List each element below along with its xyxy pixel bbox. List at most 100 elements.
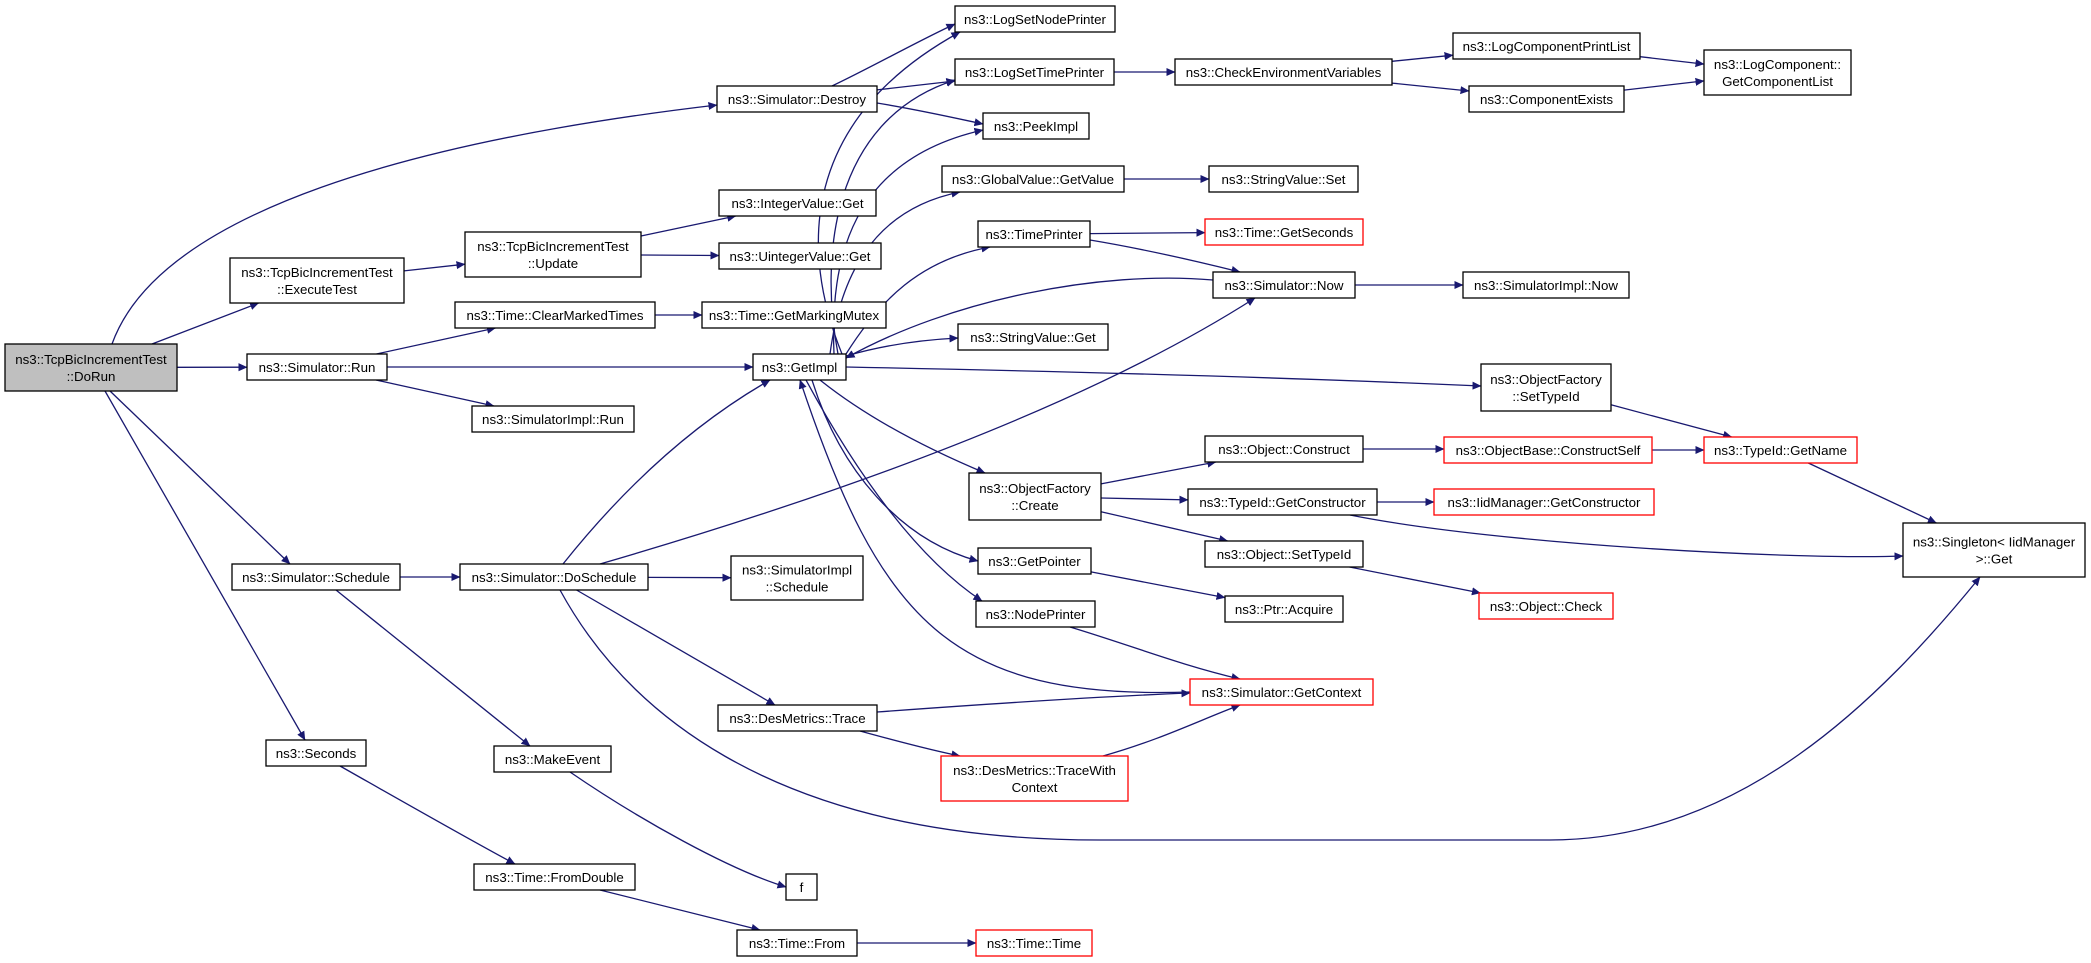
node-object-settypeid[interactable]: ns3::Object::SetTypeId <box>1204 540 1364 568</box>
node-label: GetComponentList <box>1722 74 1833 89</box>
node-time-getseconds[interactable]: ns3::Time::GetSeconds <box>1204 218 1364 246</box>
node-get-impl[interactable]: ns3::GetImpl <box>752 353 847 381</box>
edge-object_settypeid-to-object_check <box>1349 566 1481 596</box>
edge-desmetrics_tracewith-to-sim_getcontext <box>1102 704 1241 757</box>
node-box <box>1189 678 1374 706</box>
node-seconds[interactable]: ns3::Seconds <box>265 739 367 767</box>
edge-desmetrics_trace-to-desmetrics_tracewith <box>859 730 961 759</box>
node-simimpl-now[interactable]: ns3::SimulatorImpl::Now <box>1462 271 1630 299</box>
edge-get_pointer-to-ptr_acquire <box>1090 571 1226 600</box>
node-box <box>1212 271 1356 299</box>
edge-sim_schedule-to-make_event <box>335 589 531 747</box>
node-update[interactable]: ns3::TcpBicIncrementTest::Update <box>464 231 642 278</box>
node-clear-marked[interactable]: ns3::Time::ClearMarkedTimes <box>454 301 656 329</box>
node-box <box>968 472 1102 521</box>
node-label: ns3::IntegerValue::Get <box>731 196 863 211</box>
node-singleton-get[interactable]: ns3::Singleton< IidManager>::Get <box>1902 522 2086 578</box>
node-label: ns3::TcpBicIncrementTest <box>15 352 167 367</box>
edge-sim_doschedule-to-desmetrics_trace <box>576 589 776 706</box>
node-sim-doschedule[interactable]: ns3::Simulator::DoSchedule <box>459 563 649 591</box>
edge-get_impl-to-time_printer <box>845 244 991 355</box>
edge-get_impl-to-objfactory_settypeid <box>845 366 1482 390</box>
node-log-time-printer[interactable]: ns3::LogSetTimePrinter <box>954 58 1115 86</box>
node-label: ns3::CheckEnvironmentVariables <box>1186 65 1382 80</box>
node-label: ns3::LogComponent:: <box>1714 57 1841 72</box>
node-root[interactable]: ns3::TcpBicIncrementTest::DoRun <box>4 343 178 392</box>
node-log-comp-print[interactable]: ns3::LogComponentPrintList <box>1452 32 1641 60</box>
node-sim-run[interactable]: ns3::Simulator::Run <box>246 353 388 381</box>
node-time-time[interactable]: ns3::Time::Time <box>975 929 1093 957</box>
node-typeid-getname[interactable]: ns3::TypeId::GetName <box>1703 436 1858 464</box>
node-objfactory-settypeid[interactable]: ns3::ObjectFactory::SetTypeId <box>1480 363 1612 412</box>
node-ptr-acquire[interactable]: ns3::Ptr::Acquire <box>1224 595 1344 623</box>
nodes-layer: ns3::TcpBicIncrementTest::DoRunns3::Simu… <box>4 5 2086 957</box>
node-box <box>1703 49 1852 96</box>
node-get-pointer[interactable]: ns3::GetPointer <box>977 547 1092 575</box>
edge-check_env-to-log_comp_print <box>1391 52 1454 62</box>
node-iidmanager-getconstructor[interactable]: ns3::IidManager::GetConstructor <box>1433 488 1655 516</box>
node-peek-impl[interactable]: ns3::PeekImpl <box>982 112 1090 140</box>
node-sim-schedule[interactable]: ns3::Simulator::Schedule <box>231 563 401 591</box>
node-log-node-printer[interactable]: ns3::LogSetNodePrinter <box>954 5 1116 33</box>
node-label: ns3::Time::From <box>749 936 845 951</box>
node-integer-get[interactable]: ns3::IntegerValue::Get <box>718 189 877 217</box>
node-label: ns3::DesMetrics::Trace <box>729 711 865 726</box>
node-simimpl-schedule[interactable]: ns3::SimulatorImpl::Schedule <box>730 555 864 601</box>
node-box <box>1443 436 1653 464</box>
node-objectbase-construct[interactable]: ns3::ObjectBase::ConstructSelf <box>1443 436 1653 464</box>
node-box <box>493 745 612 773</box>
node-sim-destroy[interactable]: ns3::Simulator::Destroy <box>716 85 878 113</box>
node-box <box>954 58 1115 86</box>
node-box <box>716 85 878 113</box>
node-check-env[interactable]: ns3::CheckEnvironmentVariables <box>1174 58 1393 86</box>
node-box <box>229 257 405 304</box>
node-log-comp-list[interactable]: ns3::LogComponent::GetComponentList <box>1703 49 1852 96</box>
node-box <box>1204 218 1364 246</box>
node-time-printer[interactable]: ns3::TimePrinter <box>977 220 1091 248</box>
node-box <box>4 343 178 392</box>
node-simimpl-run[interactable]: ns3::SimulatorImpl::Run <box>471 405 635 433</box>
node-uinteger-get[interactable]: ns3::UintegerValue::Get <box>718 242 882 270</box>
node-marking-mutex[interactable]: ns3::Time::GetMarkingMutex <box>701 301 887 329</box>
edge-sim_run-to-simimpl_run <box>375 379 495 409</box>
node-time-from[interactable]: ns3::Time::From <box>736 929 858 957</box>
node-box <box>1208 165 1359 193</box>
node-label: ns3::TcpBicIncrementTest <box>477 239 629 254</box>
node-desmetrics-trace[interactable]: ns3::DesMetrics::Trace <box>717 704 878 732</box>
node-label: ns3::TypeId::GetName <box>1714 443 1847 458</box>
edge-get_impl-to-get_pointer <box>811 379 979 563</box>
node-execute-test[interactable]: ns3::TcpBicIncrementTest::ExecuteTest <box>229 257 405 304</box>
node-box <box>977 220 1091 248</box>
node-label: ns3::ObjectBase::ConstructSelf <box>1456 443 1641 458</box>
node-box <box>975 929 1093 957</box>
node-typeid-getconstructor[interactable]: ns3::TypeId::GetConstructor <box>1187 488 1378 516</box>
node-stringvalue-set[interactable]: ns3::StringValue::Set <box>1208 165 1359 193</box>
node-objfactory-create[interactable]: ns3::ObjectFactory::Create <box>968 472 1102 521</box>
node-sim-getcontext[interactable]: ns3::Simulator::GetContext <box>1189 678 1374 706</box>
node-box <box>231 563 401 591</box>
node-object-check[interactable]: ns3::Object::Check <box>1478 592 1614 620</box>
node-label: ns3::GetPointer <box>988 554 1081 569</box>
node-stringvalue-get[interactable]: ns3::StringValue::Get <box>957 323 1109 351</box>
node-box <box>1452 32 1641 60</box>
node-object-construct[interactable]: ns3::Object::Construct <box>1204 435 1364 463</box>
node-make-event[interactable]: ns3::MakeEvent <box>493 745 612 773</box>
node-label: ns3::UintegerValue::Get <box>730 249 871 264</box>
edge-sim_getcontext-to-get_impl <box>798 379 1191 694</box>
node-label: ns3::Simulator::GetContext <box>1202 685 1362 700</box>
edge-make_event-to-f <box>569 771 787 889</box>
node-box <box>265 739 367 767</box>
node-f[interactable]: f <box>785 873 818 901</box>
node-label: ::DoRun <box>67 369 116 384</box>
node-globalvalue-get[interactable]: ns3::GlobalValue::GetValue <box>941 165 1125 193</box>
node-box <box>454 301 656 329</box>
node-box <box>940 755 1129 802</box>
node-node-printer[interactable]: ns3::NodePrinter <box>975 600 1096 628</box>
node-box <box>718 189 877 217</box>
node-sim-now[interactable]: ns3::Simulator::Now <box>1212 271 1356 299</box>
node-label: ns3::MakeEvent <box>505 752 601 767</box>
node-comp-exists[interactable]: ns3::ComponentExists <box>1468 85 1625 113</box>
node-box <box>730 555 864 601</box>
node-time-fromdouble[interactable]: ns3::Time::FromDouble <box>473 863 636 891</box>
